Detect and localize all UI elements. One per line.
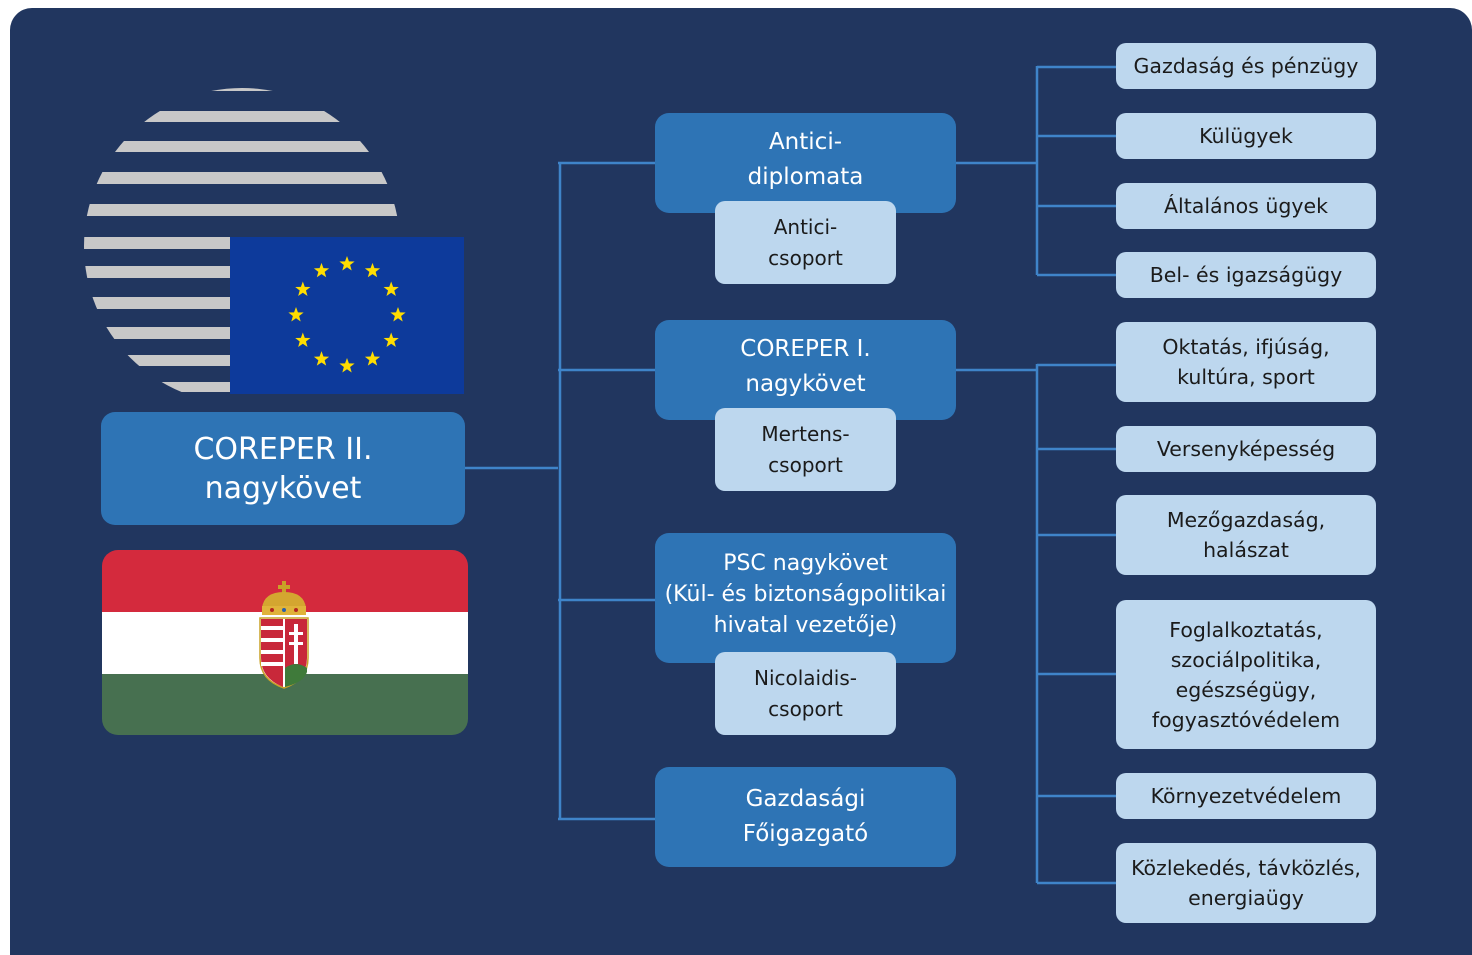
eu-star-icon: [364, 262, 381, 278]
economic-director-box: Gazdasági Főigazgató: [655, 767, 956, 867]
council-label: Környezetvédelem: [1150, 784, 1342, 808]
council-label: Oktatás, ifjúság, kultúra, sport: [1162, 335, 1330, 389]
council-foreign-affairs: Külügyek: [1116, 113, 1376, 159]
eu-star-icon: [383, 281, 399, 296]
hungary-flag-icon: [102, 550, 468, 735]
council-employment-social: Foglalkoztatás, szociálpolitika, egészsé…: [1116, 600, 1376, 749]
coreper2-label: COREPER II. nagykövet: [193, 431, 373, 506]
coreper1-title: COREPER I. nagykövet: [740, 336, 871, 397]
connector-lines: [465, 65, 1116, 885]
antici-box: Antici- diplomata: [655, 113, 956, 213]
mertens-group-label: Mertens- csoport: [761, 421, 850, 477]
antici-group-box: Antici- csoport: [715, 201, 896, 284]
council-label: Versenyképesség: [1156, 437, 1336, 461]
eu-flag-icon: [230, 237, 464, 394]
eu-star-icon: [339, 256, 355, 271]
antici-group-label: Antici- csoport: [768, 214, 843, 270]
diagram-panel: COREPER II. nagykövet Antici- diplomata …: [10, 8, 1472, 955]
council-label: Gazdaság és pénzügy: [1133, 54, 1359, 78]
council-label: Foglalkoztatás, szociálpolitika, egészsé…: [1151, 617, 1341, 732]
coreper1-box: COREPER I. nagykövet: [655, 320, 956, 420]
council-education-youth: Oktatás, ifjúság, kultúra, sport: [1116, 322, 1376, 402]
eu-star-icon: [288, 307, 304, 322]
council-environment: Környezetvédelem: [1116, 773, 1376, 819]
eu-star-icon: [390, 307, 406, 322]
eu-star-icon: [295, 332, 311, 347]
eu-star-icon: [295, 281, 311, 296]
council-competitiveness: Versenyképesség: [1116, 426, 1376, 472]
council-label: Bel- és igazságügy: [1149, 263, 1343, 287]
eu-star-icon: [364, 351, 381, 366]
eu-star-icon: [383, 332, 399, 347]
council-justice-home: Bel- és igazságügy: [1116, 252, 1376, 298]
council-label: Általános ügyek: [1164, 194, 1328, 218]
council-label: Közlekedés, távközlés, energiaügy: [1131, 856, 1361, 910]
coat-of-arms-icon: [259, 581, 309, 689]
mertens-group-box: Mertens- csoport: [715, 408, 896, 491]
psc-box: PSC nagykövet (Kül- és biztonságpolitika…: [655, 533, 956, 663]
coreper2-box: COREPER II. nagykövet: [101, 412, 465, 525]
council-label: Külügyek: [1199, 124, 1293, 148]
psc-title: PSC nagykövet (Kül- és biztonságpolitika…: [664, 550, 947, 638]
nicolaidis-group-label: Nicolaidis- csoport: [753, 665, 857, 721]
council-general-affairs: Általános ügyek: [1116, 183, 1376, 229]
council-label: Mezőgazdaság, halászat: [1166, 508, 1326, 562]
council-economic-finance: Gazdaság és pénzügy: [1116, 43, 1376, 89]
council-of-eu-building-icon: [84, 88, 400, 392]
eu-star-icon: [313, 262, 330, 278]
antici-title: Antici- diplomata: [747, 129, 864, 190]
eu-star-icon: [313, 351, 330, 366]
economic-director-title: Gazdasági Főigazgató: [742, 786, 869, 847]
council-transport-telecom-energy: Közlekedés, távközlés, energiaügy: [1116, 843, 1376, 923]
eu-star-icon: [339, 358, 355, 373]
nicolaidis-group-box: Nicolaidis- csoport: [715, 652, 896, 735]
council-agriculture-fisheries: Mezőgazdaság, halászat: [1116, 495, 1376, 575]
